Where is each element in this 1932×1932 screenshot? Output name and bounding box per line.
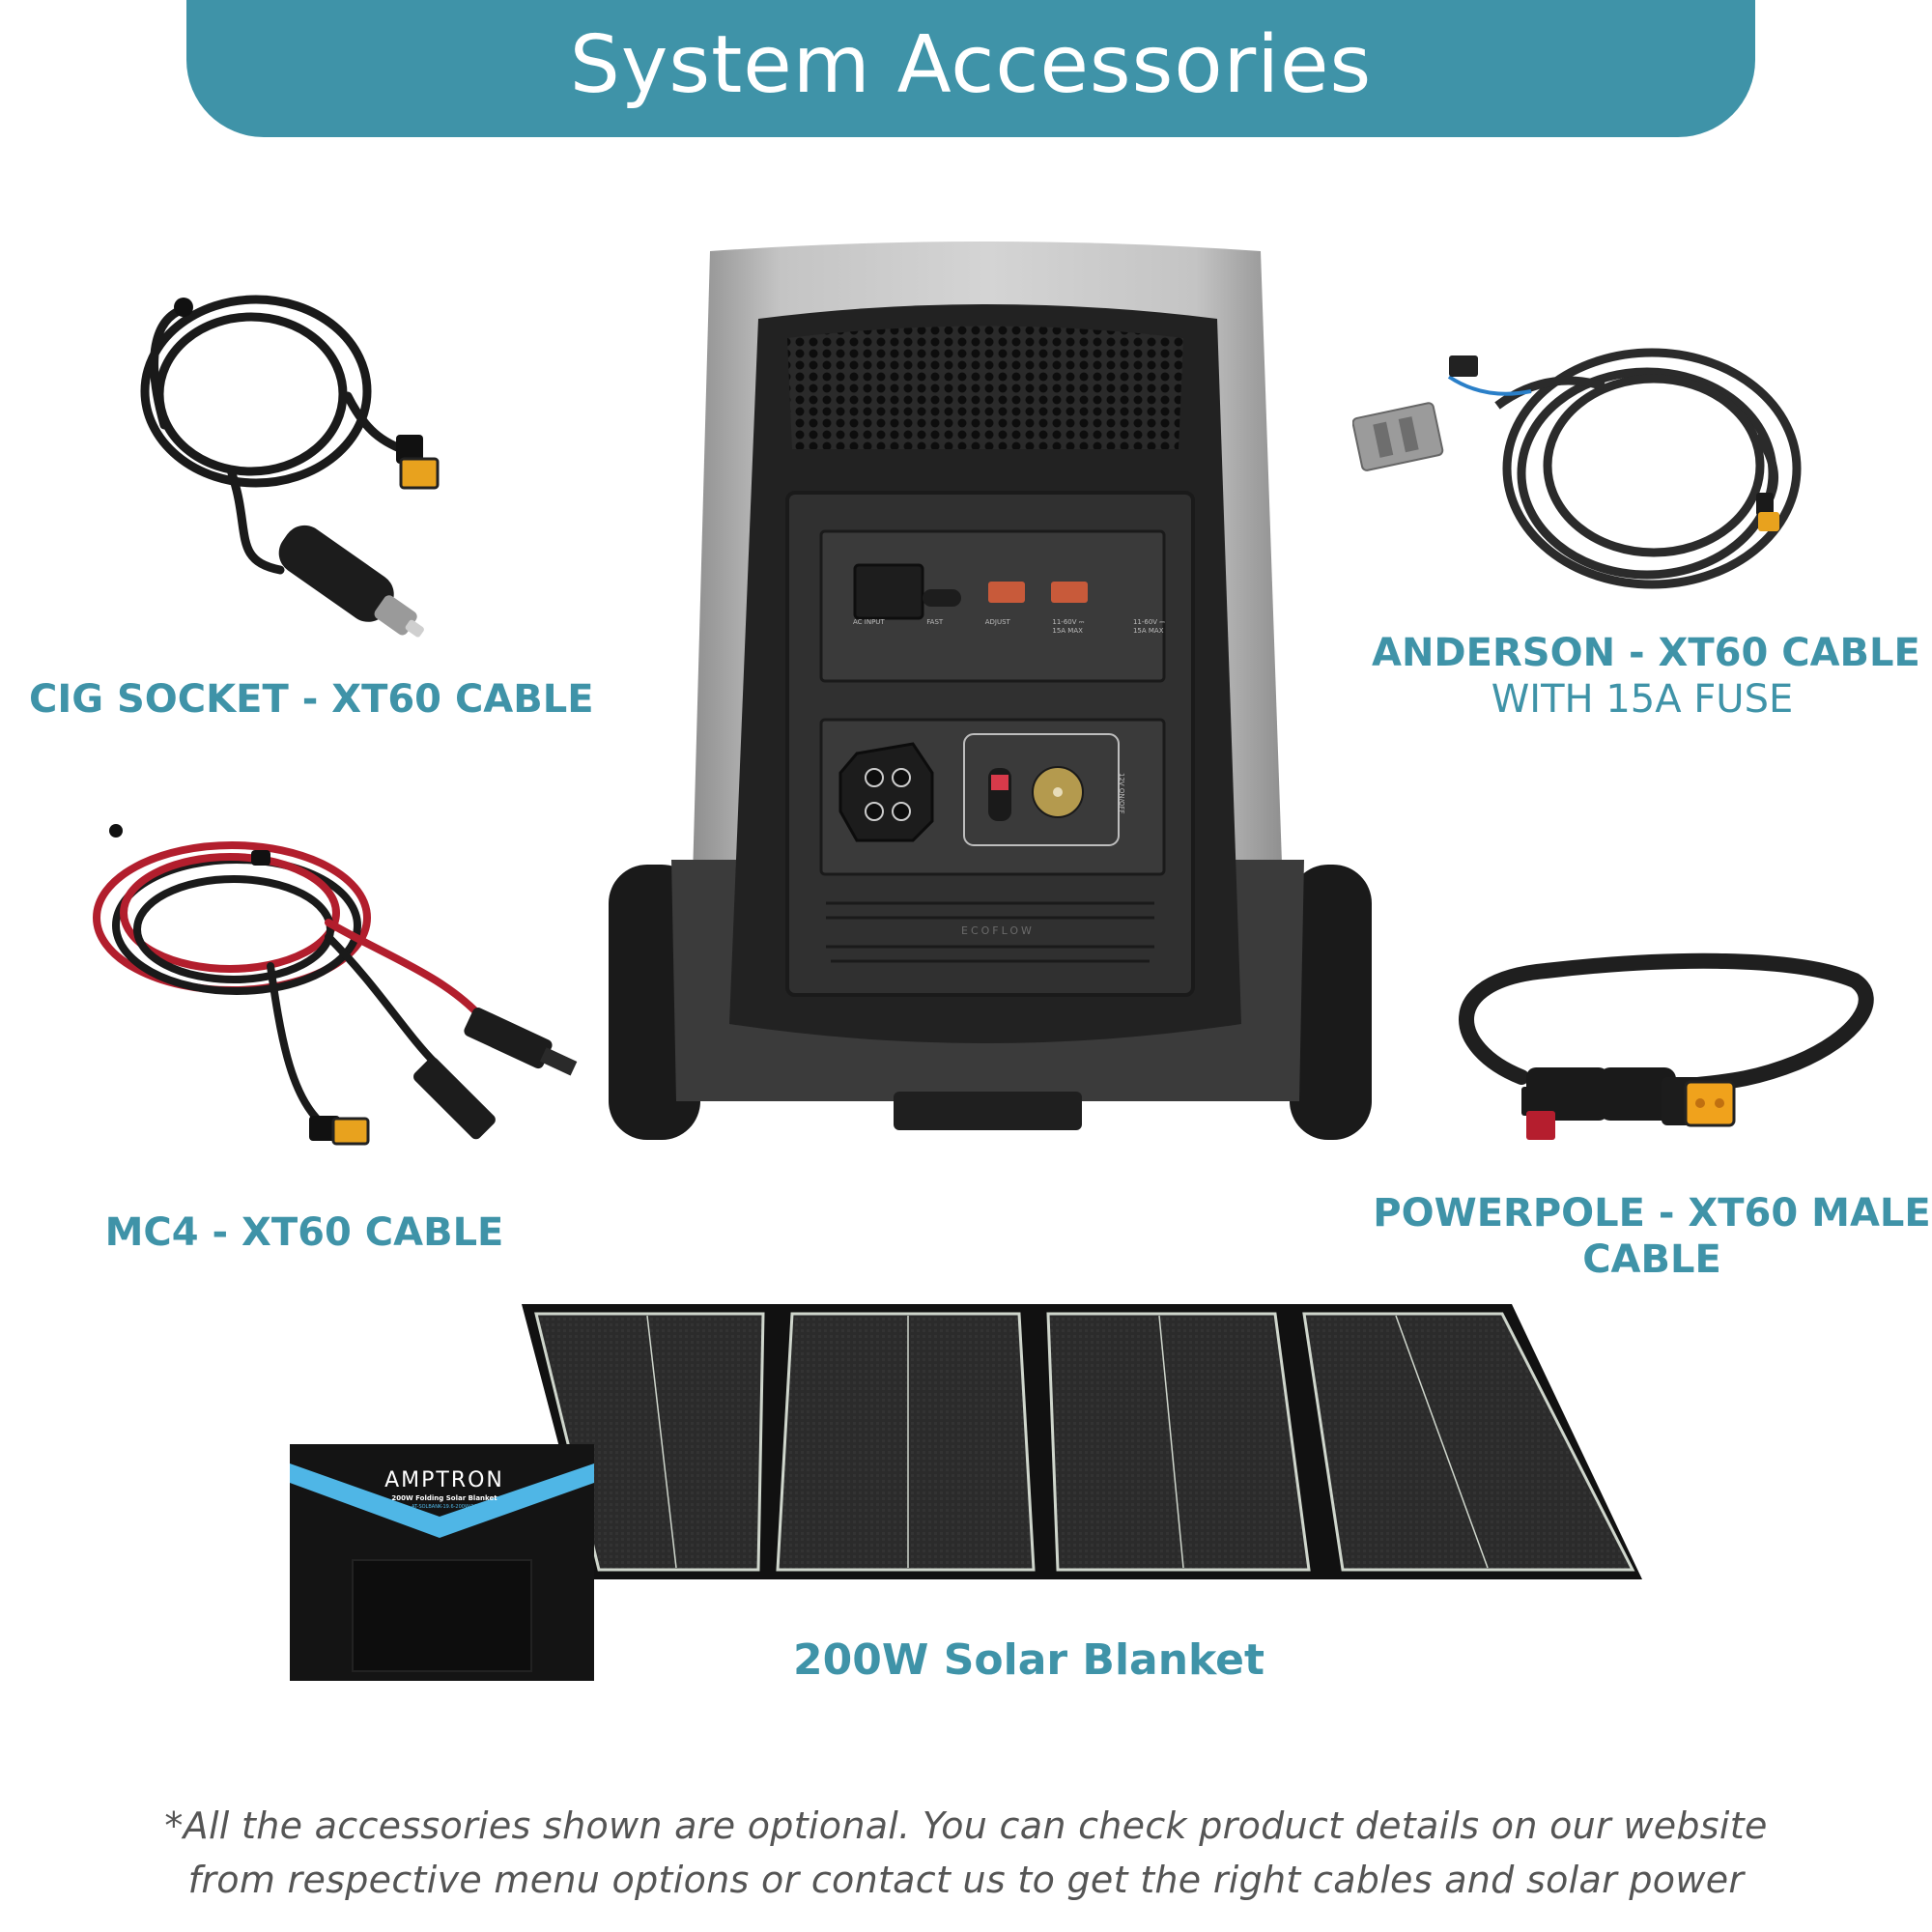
xt60-port-2-label: 11-60V ⎓ 15A MAX [1132, 618, 1165, 635]
solar-blanket-image: AMPTRON 200W Folding Solar Blanket AT-SO… [285, 1294, 1647, 1686]
bag-model-label: AT-SOLBANK-19.6-200W/10 [412, 1504, 477, 1510]
footnote-line-1: *All the accessories shown are optional.… [164, 1804, 1768, 1847]
solar-blanket-icon [290, 1304, 1642, 1681]
cig-socket-cable-image [126, 280, 454, 657]
powerpole-cable-title-line1: POWERPOLE - XT60 MALE [1373, 1191, 1931, 1236]
power-station-icon [609, 242, 1372, 1140]
bag-subtitle-label: 200W Folding Solar Blanket [391, 1494, 497, 1502]
ac-input-label: AC INPUT [853, 618, 885, 626]
brand-logo: ECOFLOW [961, 924, 1035, 937]
mc4-cable-image [77, 811, 589, 1169]
header-banner: System Accessories [186, 0, 1755, 137]
anderson-cable-label: ANDERSON - XT60 CABLE WITH 15A FUSE [1372, 630, 1920, 723]
powerpole-cable-image [1430, 942, 1874, 1169]
cig-socket-cable-label: CIG SOCKET - XT60 CABLE [29, 677, 594, 722]
footnote: *All the accessories shown are optional.… [0, 1799, 1932, 1907]
bag-brand-label: AMPTRON [384, 1468, 504, 1492]
mc4-cable-icon [93, 824, 578, 1146]
mc4-cable-label: MC4 - XT60 CABLE [104, 1210, 504, 1255]
solar-blanket-label: 200W Solar Blanket [793, 1635, 1264, 1685]
footnote-line-2: from respective menu options or contact … [187, 1859, 1745, 1901]
switch-12v-label: 12V ON/OFF [1118, 773, 1125, 814]
xt60-port-1-label: 11-60V ⎓ 15A MAX [1052, 618, 1085, 635]
powerpole-cable-title-line2: CABLE [1582, 1237, 1721, 1282]
anderson-cable-icon [1351, 348, 1802, 589]
adjust-label: ADJUST [984, 618, 1010, 626]
fast-label: FAST [926, 618, 944, 626]
anderson-cable-title: ANDERSON - XT60 CABLE [1372, 631, 1920, 675]
cig-socket-cable-icon [140, 295, 440, 638]
powerpole-cable-icon [1459, 952, 1874, 1140]
anderson-cable-subtitle: WITH 15A FUSE [1491, 677, 1794, 722]
power-station-image: AC INPUT FAST ADJUST 11-60V ⎓ 15A MAX 11… [604, 232, 1372, 1150]
page-title: System Accessories [569, 19, 1373, 111]
anderson-cable-image [1351, 338, 1826, 609]
powerpole-cable-label: POWERPOLE - XT60 MALE CABLE [1372, 1190, 1932, 1283]
